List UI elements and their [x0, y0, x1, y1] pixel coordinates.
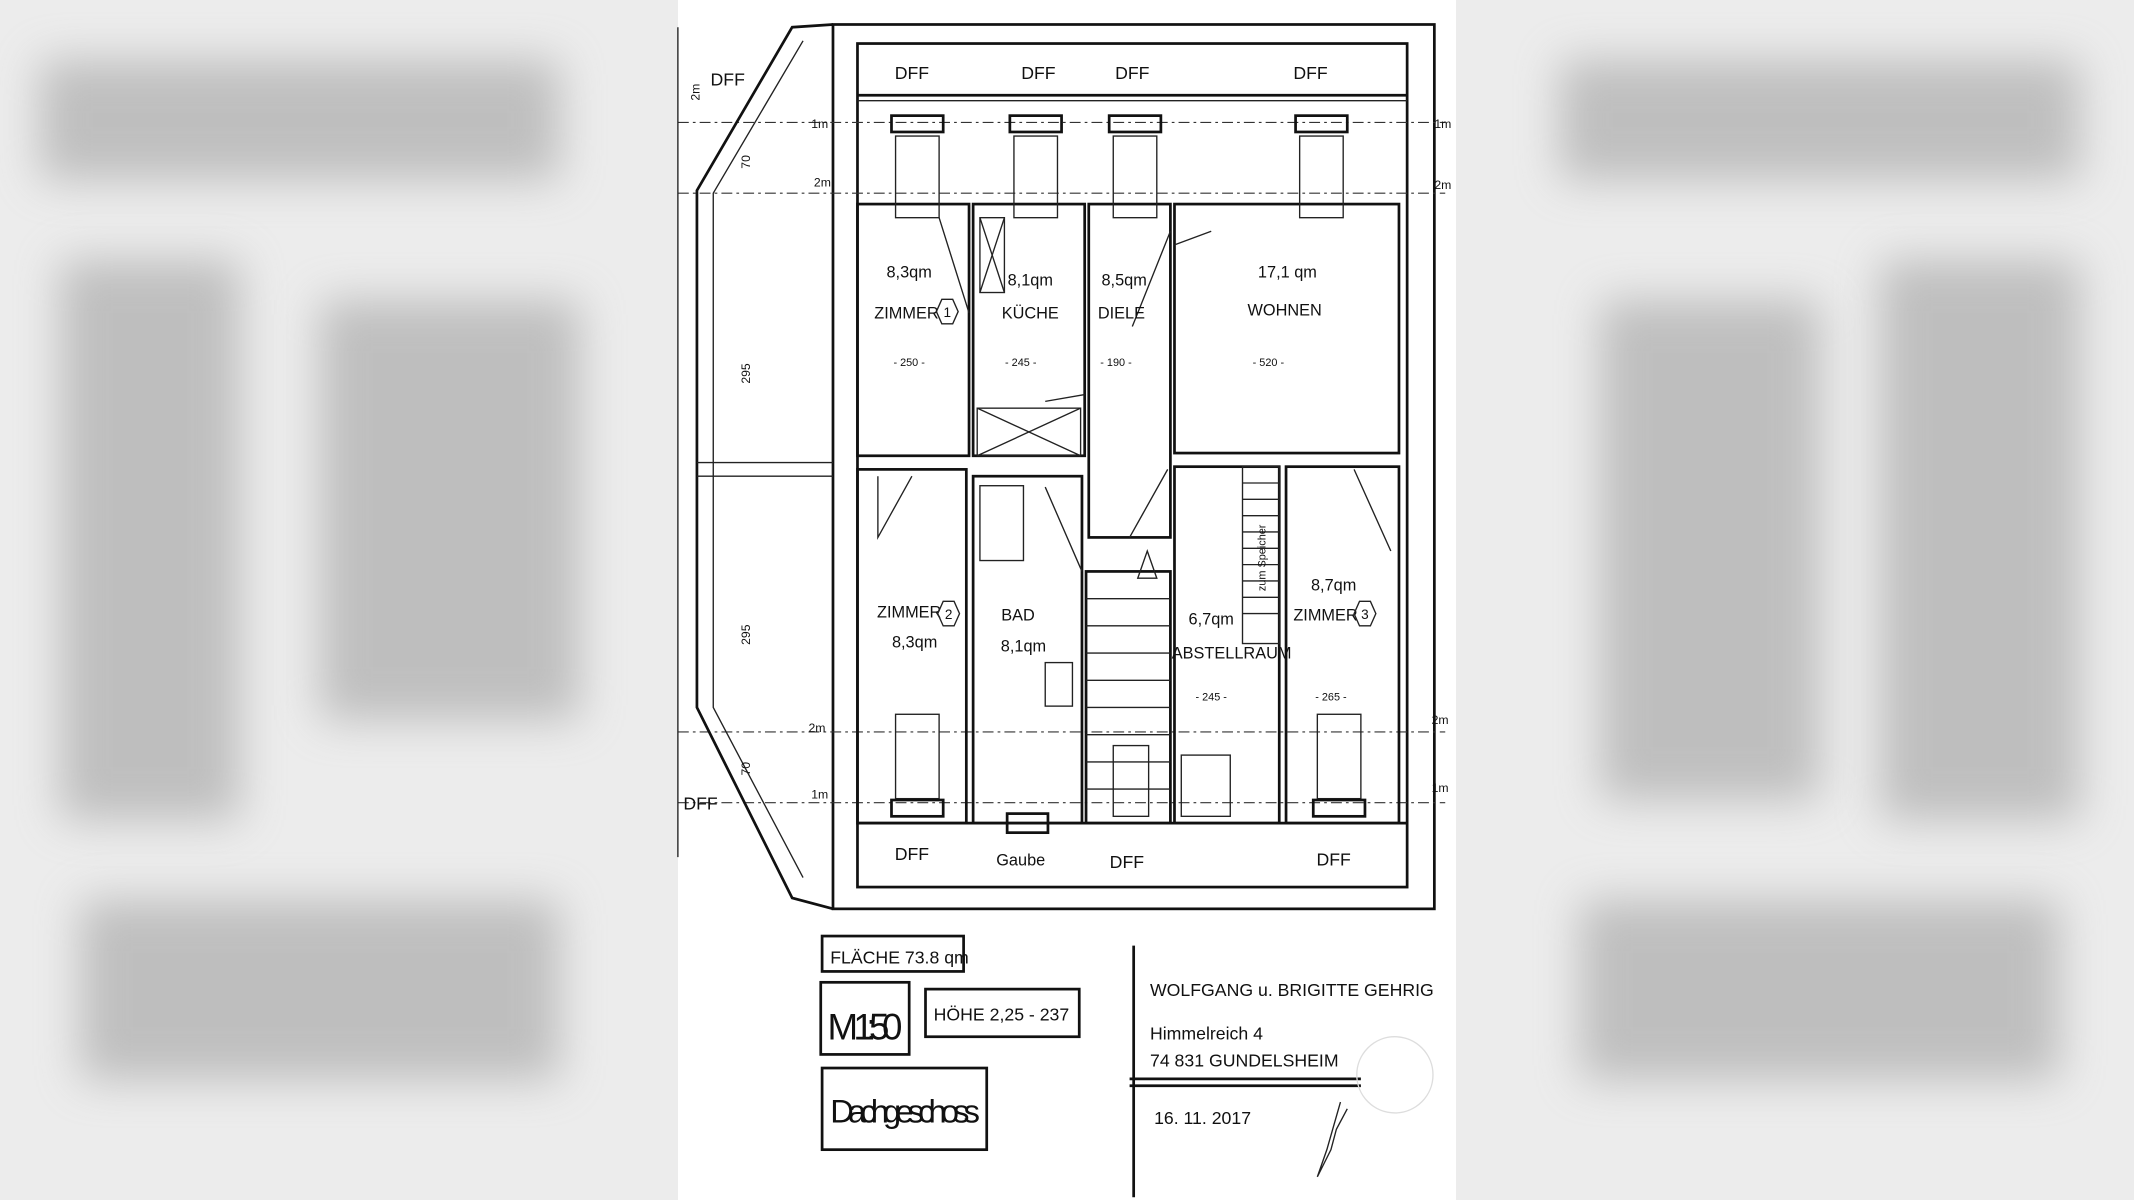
room-area: 8,7qm — [1311, 576, 1356, 594]
room-name: ZIMMER — [877, 604, 942, 622]
room-area: 8,1qm — [1001, 638, 1046, 656]
dff-label: DFF — [895, 63, 930, 83]
address-street: Himmelreich 4 — [1150, 1023, 1263, 1043]
room-number: 3 — [1361, 607, 1369, 622]
level-label: 2m — [808, 721, 825, 735]
inner-wall — [856, 42, 1409, 889]
room-name: KÜCHE — [1002, 304, 1059, 322]
room-name: WOHNEN — [1248, 302, 1322, 320]
room-width: - 245 - — [1195, 692, 1227, 704]
level-label: 1m — [1434, 117, 1451, 131]
dff-label: DFF — [1021, 63, 1056, 83]
room-number: 2 — [945, 607, 953, 622]
owner-name: WOLFGANG u. BRIGITTE GEHRIG — [1150, 980, 1434, 1000]
room-area: 8,3qm — [887, 264, 932, 282]
stamp — [1356, 1036, 1434, 1114]
dff-label: DFF — [683, 794, 718, 814]
room-area: 17,1 qm — [1258, 264, 1317, 282]
room-name: BAD — [1001, 606, 1035, 624]
roof-section — [677, 23, 834, 911]
room-name: ABSTELLRAUM — [1172, 645, 1292, 663]
dff-label: DFF — [895, 844, 930, 864]
dimension: 295 — [739, 624, 753, 645]
room-name: DIELE — [1098, 304, 1145, 322]
room-area: 8,3qm — [892, 634, 937, 652]
dimension: 295 — [739, 363, 753, 384]
level-label: 2m — [1432, 713, 1449, 727]
height-range: HÖHE 2,25 - 237 — [934, 1004, 1070, 1024]
level-label: 1m — [811, 117, 828, 131]
windows — [890, 114, 1367, 835]
dff-label: DFF — [1115, 63, 1150, 83]
room-width: - 520 - — [1253, 357, 1285, 369]
room-width: - 250 - — [893, 357, 925, 369]
scale: M 1:50 — [828, 1006, 903, 1047]
floor-plan-sheet — [678, 0, 1456, 1200]
stair-label: zum Speicher — [1257, 524, 1269, 591]
date: 16. 11. 2017 — [1154, 1108, 1251, 1128]
dff-label: DFF — [1293, 63, 1328, 83]
level-label: 2m — [814, 175, 831, 189]
room-width: - 190 - — [1100, 357, 1132, 369]
room-number: 1 — [943, 305, 951, 320]
room-name: ZIMMER — [874, 304, 939, 322]
level-label: 2m — [1434, 178, 1451, 192]
room-area: 8,5qm — [1101, 272, 1146, 290]
room-name: ZIMMER — [1293, 606, 1358, 624]
outer-wall — [831, 23, 1436, 911]
level-label: 1m — [1432, 781, 1449, 795]
room-area: 8,1qm — [1008, 272, 1053, 290]
area-total: FLÄCHE 73.8 qm — [830, 947, 968, 967]
signature — [1316, 1101, 1348, 1178]
dimension: 70 — [739, 155, 753, 169]
dimension: 70 — [739, 762, 753, 776]
title-block: FLÄCHE 73.8 qm M 1:50 HÖHE 2,25 - 237 Da… — [819, 934, 1434, 1198]
dff-label: DFF — [1316, 849, 1351, 869]
floor-name: Dachgeschoss — [830, 1092, 980, 1129]
dimension: 2m — [689, 84, 703, 101]
dff-label: DFF — [1110, 852, 1145, 872]
room-width: - 265 - — [1315, 692, 1347, 704]
level-label: 1m — [811, 788, 828, 802]
room-area: 6,7qm — [1189, 610, 1234, 628]
dff-label: DFF — [711, 70, 746, 90]
room-width: - 245 - — [1005, 357, 1037, 369]
address-city: 74 831 GUNDELSHEIM — [1150, 1051, 1339, 1071]
gaube-label: Gaube — [996, 851, 1045, 869]
